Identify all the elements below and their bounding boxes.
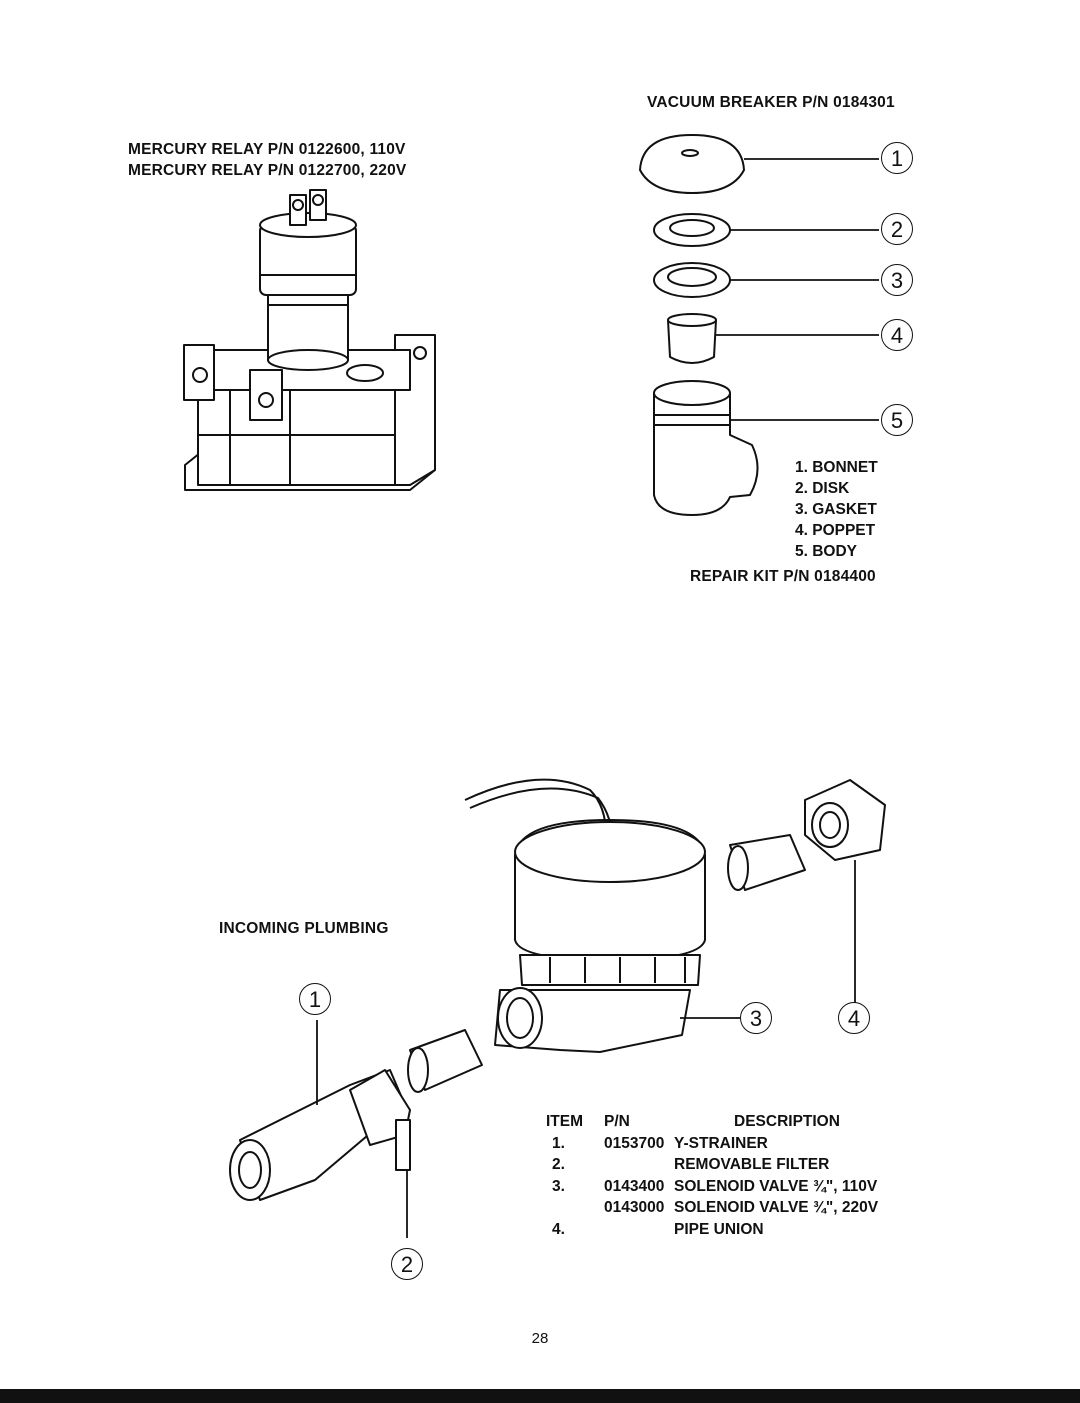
- cell-pn: 0143000: [604, 1199, 665, 1216]
- footer-bar: [0, 1389, 1080, 1403]
- cell-item: [546, 1197, 604, 1219]
- header-item: ITEM: [546, 1113, 584, 1130]
- relay-title-110v: MERCURY RELAY P/N 0122600, 110V: [128, 141, 406, 158]
- vacuum-callout-1: 1: [881, 142, 913, 174]
- table-row: 3. 0143400 SOLENOID VALVE ¾", 110V: [546, 1176, 878, 1198]
- vacuum-callout-2: 2: [881, 213, 913, 245]
- table-row: 4. PIPE UNION: [546, 1219, 878, 1241]
- header-pn: P/N: [604, 1113, 630, 1130]
- cell-pn: [604, 1154, 674, 1176]
- incoming-plumbing-title: INCOMING PLUMBING: [219, 920, 389, 937]
- vacuum-breaker-legend: 1. BONNET 2. DISK 3. GASKET 4. POPPET 5.…: [795, 457, 878, 562]
- legend-item: 3. GASKET: [795, 501, 877, 518]
- parts-table-header: ITEM P/N DESCRIPTION: [546, 1111, 878, 1133]
- cell-description: Y-STRAINER: [674, 1134, 768, 1152]
- legend-item: 5. BODY: [795, 543, 858, 560]
- mercury-relay-illustration: [183, 189, 436, 491]
- cell-pn: 0153700: [604, 1134, 665, 1152]
- vacuum-breaker-title: VACUUM BREAKER P/N 0184301: [647, 94, 895, 111]
- vacuum-callout-3: 3: [881, 264, 913, 296]
- vacuum-callout-4: 4: [881, 319, 913, 351]
- legend-item: 1. BONNET: [795, 459, 878, 476]
- cell-item: 1.: [552, 1134, 565, 1152]
- table-row: 1. 0153700 Y-STRAINER: [546, 1133, 878, 1155]
- cell-description: SOLENOID VALVE ¾", 110V: [674, 1177, 878, 1195]
- cell-description: SOLENOID VALVE ¾", 220V: [674, 1199, 879, 1216]
- cell-pn: [604, 1219, 674, 1241]
- header-description: DESCRIPTION: [734, 1113, 840, 1130]
- legend-item: 2. DISK: [795, 480, 850, 497]
- cell-item: 3.: [552, 1177, 565, 1195]
- plumbing-callout-4: 4: [838, 1002, 870, 1034]
- page-number: 28: [531, 1330, 549, 1347]
- repair-kit-label: REPAIR KIT P/N 0184400: [690, 568, 876, 585]
- plumbing-callout-2: 2: [391, 1248, 423, 1280]
- cell-description: PIPE UNION: [674, 1220, 764, 1238]
- table-row: 0143000 SOLENOID VALVE ¾", 220V: [546, 1197, 878, 1219]
- legend-item: 4. POPPET: [795, 522, 876, 539]
- cell-pn: 0143400: [604, 1177, 665, 1195]
- plumbing-callout-3: 3: [740, 1002, 772, 1034]
- cell-item: 4.: [552, 1220, 565, 1238]
- plumbing-callout-1: 1: [299, 983, 331, 1015]
- vacuum-breaker-illustration: [639, 134, 879, 516]
- vacuum-callout-5: 5: [881, 404, 913, 436]
- cell-description: REMOVABLE FILTER: [674, 1156, 830, 1173]
- table-row: 2. REMOVABLE FILTER: [546, 1154, 878, 1176]
- parts-table: ITEM P/N DESCRIPTION 1. 0153700 Y-STRAIN…: [546, 1111, 878, 1240]
- cell-item: 2.: [552, 1156, 565, 1173]
- incoming-plumbing-illustration: [229, 778, 886, 1238]
- relay-title-220v: MERCURY RELAY P/N 0122700, 220V: [128, 162, 407, 179]
